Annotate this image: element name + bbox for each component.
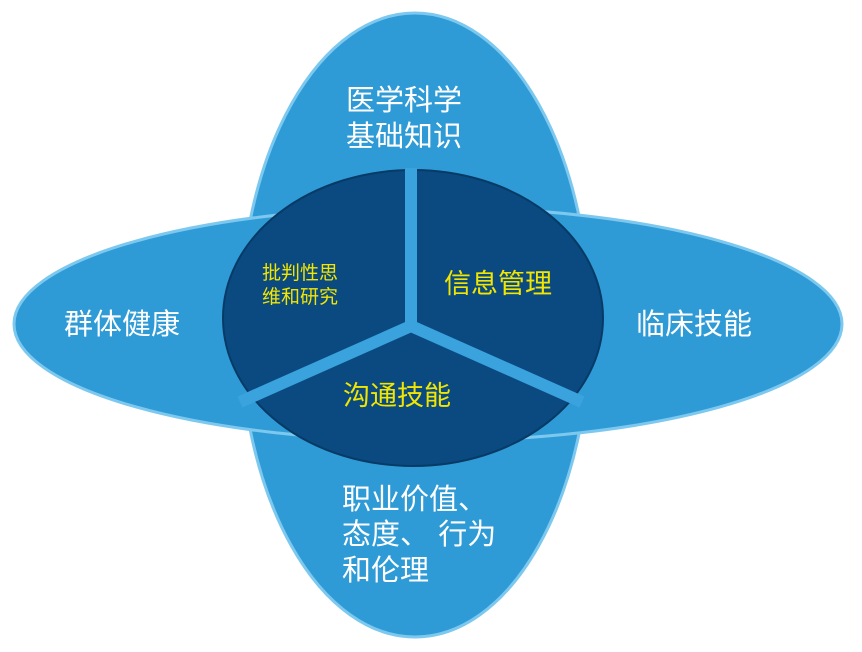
right-petal-label-line-1: 临床技能 [636,307,753,341]
core-top-left-label-line-2: 维和研究 [262,285,339,308]
top-petal-label: 医学科学 基础知识 [346,82,462,155]
bottom-petal-label: 职业价值、 态度、 行为 和伦理 [342,482,496,588]
bottom-petal-label-line-2: 态度、 行为 [342,517,497,552]
core-bottom-label-line-1: 沟通技能 [343,381,451,412]
core-divider-right [408,320,585,408]
bottom-petal-label-line-1: 职业价值、 [342,482,488,516]
left-petal-label: 群体健康 [64,306,180,342]
top-petal-label-line-2: 基础知识 [346,119,463,154]
right-petal-label: 临床技能 [636,306,752,342]
bottom-petal-label-line-3: 和伦理 [342,552,430,587]
core-bottom-label: 沟通技能 [343,380,451,414]
core-top-left-label-line-1: 批判性思 [262,262,339,284]
top-petal-label-line-1: 医学科学 [346,83,463,117]
left-petal-label-line-1: 群体健康 [64,307,181,341]
core-top-left-label: 批判性思 维和研究 [262,262,338,310]
core-top-right-label-line-1: 信息管理 [444,269,552,300]
core-divider-left [237,320,414,408]
core-top-right-label: 信息管理 [444,268,552,302]
